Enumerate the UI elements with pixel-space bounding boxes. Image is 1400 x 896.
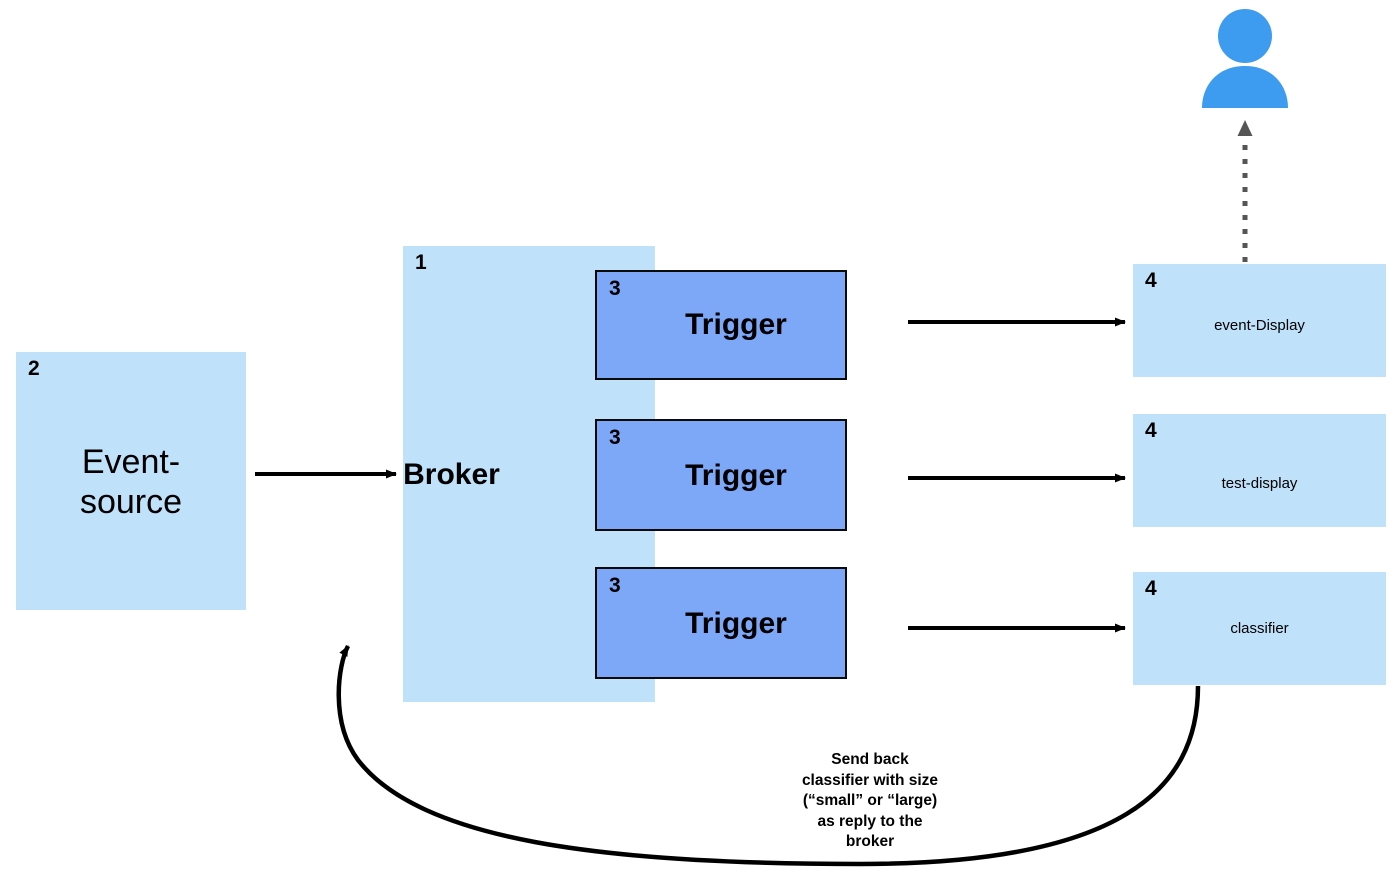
classifier-number: 4 — [1145, 577, 1157, 600]
trigger-2-number: 3 — [609, 426, 621, 449]
event-display-number: 4 — [1145, 269, 1157, 292]
person-icon — [1197, 8, 1293, 108]
person-icon-svg — [1202, 9, 1288, 108]
broker-label: Broker — [403, 458, 500, 491]
event-source-label: Event- source — [79, 443, 183, 522]
classifier-box[interactable]: 4 classifier — [1133, 572, 1386, 685]
test-display-box[interactable]: 4 test-display — [1133, 414, 1386, 527]
broker-number: 1 — [415, 251, 427, 274]
event-display-box[interactable]: 4 event-Display — [1133, 264, 1386, 377]
classifier-label: classifier — [1230, 620, 1289, 637]
return-path-caption: Send back classifier with size (“small” … — [801, 751, 939, 851]
trigger-2-label: Trigger — [685, 459, 787, 492]
event-display-label: event-Display — [1214, 317, 1305, 334]
trigger-1-number: 3 — [609, 277, 621, 300]
event-source-number: 2 — [28, 357, 40, 380]
trigger-3-label: Trigger — [685, 607, 787, 640]
event-source-box[interactable]: 2 Event- source — [16, 352, 246, 610]
test-display-number: 4 — [1145, 419, 1157, 442]
test-display-label: test-display — [1221, 475, 1298, 492]
trigger-box-2[interactable]: 3 Trigger — [595, 419, 847, 531]
trigger-1-label: Trigger — [685, 308, 787, 341]
trigger-box-3[interactable]: 3 Trigger — [595, 567, 847, 679]
trigger-3-number: 3 — [609, 574, 621, 597]
trigger-box-1[interactable]: 3 Trigger — [595, 270, 847, 380]
